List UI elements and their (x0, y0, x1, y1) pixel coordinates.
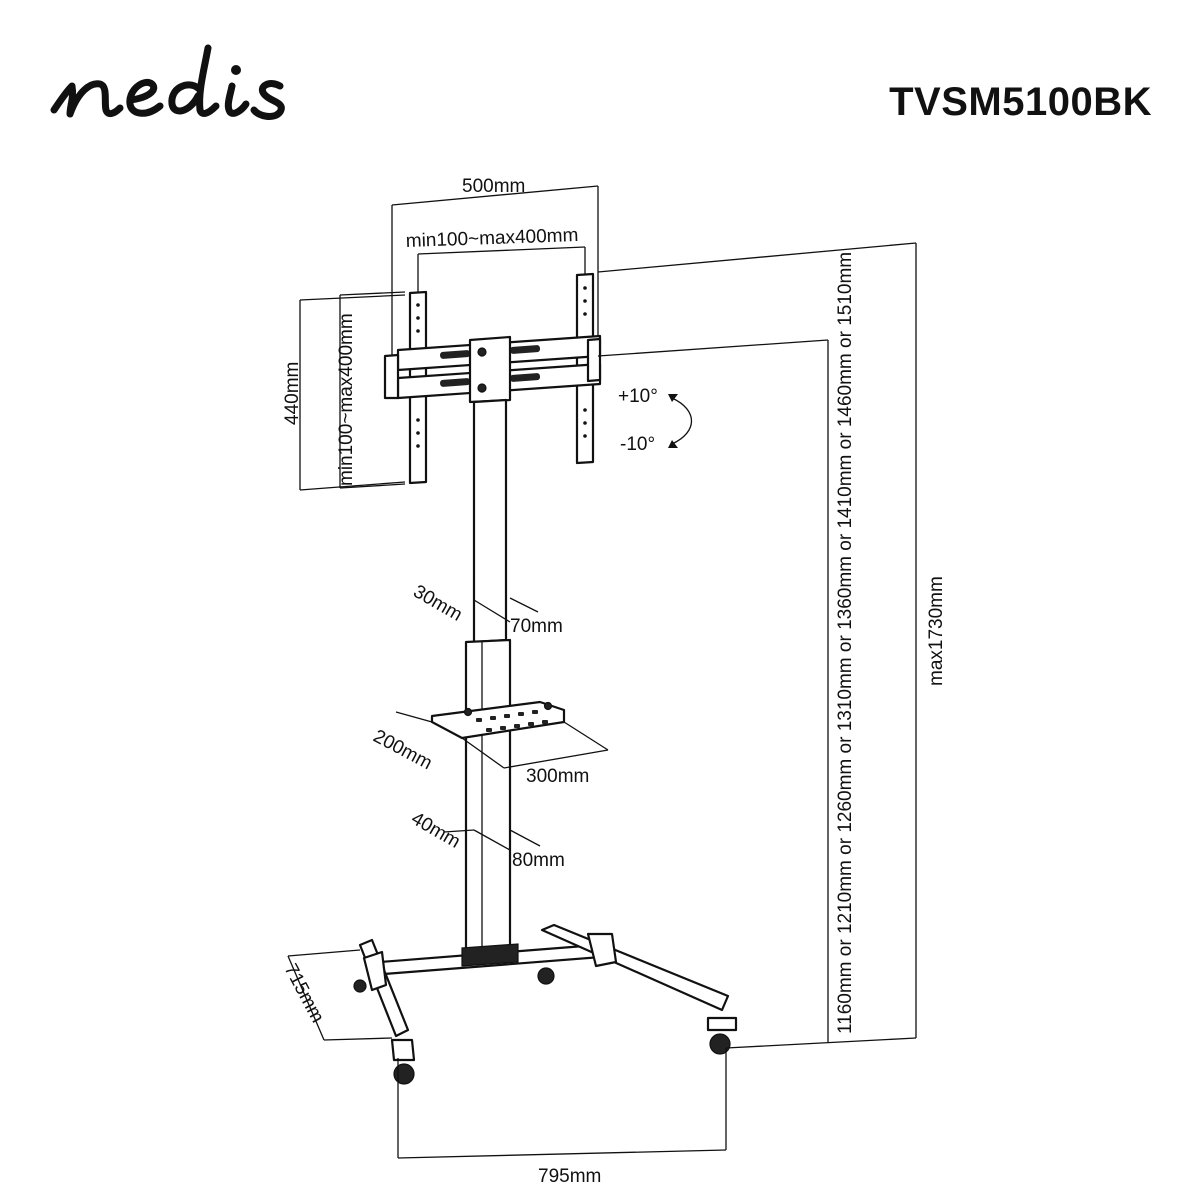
max-height-dimension: max1730mm (597, 242, 947, 1049)
brand-logo (50, 44, 285, 120)
vesa-horizontal-dimension: min100~max400mm (405, 225, 586, 292)
label-max-height: max1730mm (926, 576, 947, 686)
label-shelf-depth: 200mm (370, 726, 436, 774)
label-pole-top-depth: 30mm (410, 581, 466, 626)
label-vesa-vertical: min100~max400mm (336, 313, 357, 486)
label-base-width: 795mm (538, 1166, 601, 1187)
pole (464, 398, 512, 956)
label-shelf-width: 300mm (526, 766, 589, 787)
vesa-vertical-dimension: min100~max400mm (336, 291, 406, 489)
label-pole-top-width: 70mm (510, 616, 563, 637)
label-pole-bottom-width: 80mm (512, 850, 565, 871)
label-tilt-down: -10° (620, 434, 655, 455)
label-tilt-up: +10° (618, 386, 658, 407)
label-width-500: 500mm (462, 176, 525, 197)
height-440-dimension: 440mm (282, 294, 406, 491)
base (353, 923, 738, 1085)
base-width-dimension: 795mm (397, 1048, 727, 1187)
label-height-options: 1160mm or 1210mm or 1260mm or 1310mm or … (835, 252, 856, 1034)
label-height-440: 440mm (282, 362, 303, 425)
label-pole-bottom-depth: 40mm (408, 808, 464, 853)
label-base-depth: 715mm (280, 960, 328, 1026)
height-options-dimension: 1160mm or 1210mm or 1260mm or 1310mm or … (597, 252, 856, 1042)
tv-mount-bracket (383, 272, 602, 485)
model-number: TVSM5100BK (889, 80, 1152, 124)
tilt-indicator: +10° -10° (618, 386, 692, 455)
width-500-dimension: 500mm (391, 176, 599, 378)
